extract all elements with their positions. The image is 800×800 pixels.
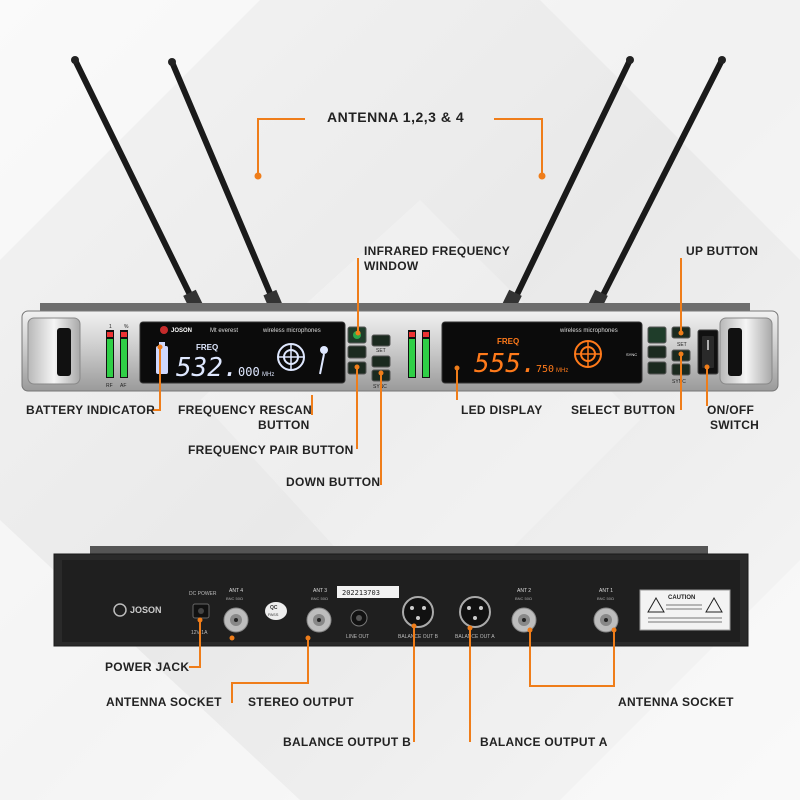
label-freq-rescan-line2: BUTTON — [258, 418, 310, 432]
svg-text:ANT 2: ANT 2 — [517, 588, 531, 594]
pair-button-right[interactable] — [647, 361, 667, 375]
freq-dec-left: 000 — [238, 365, 260, 379]
meter-left: 1 % RF AF — [106, 324, 129, 389]
caution-label: CAUTION — [639, 589, 731, 631]
label-balance-output-b: BALANCE OUTPUT B — [283, 735, 412, 749]
antenna-socket-ant1[interactable]: ANT 1 BNC 50Ω — [593, 588, 619, 633]
svg-text:SYNC: SYNC — [672, 379, 686, 385]
up-button-left[interactable] — [371, 355, 391, 368]
label-down-button: DOWN BUTTON — [286, 475, 381, 489]
label-stereo-output: STEREO OUTPUT — [248, 695, 354, 709]
svg-text:BNC 50Ω: BNC 50Ω — [515, 596, 532, 601]
label-select-button: SELECT BUTTON — [571, 403, 676, 417]
brand-logo: JOSON — [160, 326, 192, 334]
label-antenna-socket-right: ANTENNA SOCKET — [618, 695, 734, 709]
svg-text:ANT 1: ANT 1 — [599, 588, 613, 594]
antenna-socket-ant2[interactable]: ANT 2 BNC 50Ω — [511, 588, 537, 633]
svg-text:JOSON: JOSON — [130, 605, 162, 615]
freq-main-right: 555. — [474, 349, 537, 379]
svg-text:LINE OUT: LINE OUT — [346, 634, 369, 640]
model-name: Mt everest — [210, 328, 238, 334]
label-led-display: LED DISPLAY — [461, 403, 543, 417]
svg-text:ANT 4: ANT 4 — [229, 588, 243, 594]
led-display — [441, 321, 643, 384]
svg-text:DC POWER: DC POWER — [189, 591, 217, 597]
label-onoff-line1: ON/OFF — [707, 403, 755, 417]
freq-dec-right: 750 — [536, 364, 554, 375]
svg-text:202213703: 202213703 — [342, 589, 380, 597]
freq-label-right: FREQ — [497, 337, 519, 346]
meter-right — [408, 330, 430, 378]
svg-text:BNC 50Ω: BNC 50Ω — [226, 596, 243, 601]
svg-text:BNC 50Ω: BNC 50Ω — [311, 596, 328, 601]
svg-text:BALANCE OUT A: BALANCE OUT A — [455, 634, 495, 640]
svg-text:RF: RF — [106, 383, 113, 389]
svg-text:%: % — [124, 324, 129, 330]
microphone-icon — [319, 346, 328, 375]
label-power-jack: POWER JACK — [105, 660, 190, 674]
antenna-socket-ant3[interactable]: ANT 3 BNC 50Ω — [306, 588, 332, 633]
unit-right: MHz — [556, 368, 568, 374]
label-battery-indicator: BATTERY INDICATOR — [26, 403, 156, 417]
label-freq-rescan-line1: FREQUENCY RESCAN — [178, 403, 312, 417]
svg-text:SET: SET — [677, 342, 687, 348]
label-onoff-line2: SWITCH — [710, 418, 760, 432]
label-infrared-line1: INFRARED FREQUENCY — [364, 244, 511, 258]
signal-target-icon — [277, 343, 305, 371]
label-infrared-line2: WINDOW — [364, 259, 419, 273]
svg-text:PASS: PASS — [268, 612, 279, 617]
antenna-socket-ant4[interactable]: ANT 4 BNC 50Ω — [223, 588, 249, 633]
svg-text:ANT 3: ANT 3 — [313, 588, 327, 594]
label-balance-output-a: BALANCE OUTPUT A — [480, 735, 608, 749]
stereo-output-jack[interactable]: LINE OUT — [346, 609, 369, 640]
frequency-rescan-button[interactable] — [347, 345, 367, 359]
label-up-button: UP BUTTON — [686, 244, 759, 258]
infrared-window-right — [647, 326, 667, 344]
svg-text:BNC 50Ω: BNC 50Ω — [597, 596, 614, 601]
unit-left: MHz — [262, 372, 274, 378]
tagline-left: wireless microphones — [262, 328, 321, 334]
qc-pass-sticker: QC PASS — [265, 602, 287, 620]
label-antenna: ANTENNA 1,2,3 & 4 — [327, 109, 465, 125]
tagline-right: wireless microphones — [559, 328, 618, 334]
signal-target-icon-right — [574, 340, 602, 368]
svg-text:AF: AF — [120, 383, 126, 389]
freq-main-left: 532. — [176, 353, 239, 383]
svg-text:BALANCE OUT B: BALANCE OUT B — [398, 634, 439, 640]
rear-brand-logo: JOSON — [113, 603, 162, 617]
rescan-button-right[interactable] — [647, 345, 667, 359]
set-button-left[interactable] — [371, 334, 391, 347]
svg-text:CAUTION: CAUTION — [668, 595, 695, 601]
balance-output-a-xlr[interactable]: BALANCE OUT A — [455, 596, 495, 640]
svg-text:QC: QC — [270, 605, 278, 611]
serial-label — [337, 586, 399, 598]
svg-text:JOSON: JOSON — [171, 328, 192, 334]
on-off-switch[interactable] — [697, 329, 719, 375]
label-freq-pair-button: FREQUENCY PAIR BUTTON — [188, 443, 354, 457]
balance-output-b-xlr[interactable]: BALANCE OUT B — [398, 596, 439, 640]
label-antenna-socket-left: ANTENNA SOCKET — [106, 695, 222, 709]
svg-text:SET: SET — [376, 348, 386, 354]
svg-text:1: 1 — [109, 324, 112, 330]
svg-text:12V 1A: 12V 1A — [191, 630, 208, 636]
freq-label-left: FREQ — [196, 343, 218, 352]
svg-text:SYNC: SYNC — [626, 352, 637, 357]
